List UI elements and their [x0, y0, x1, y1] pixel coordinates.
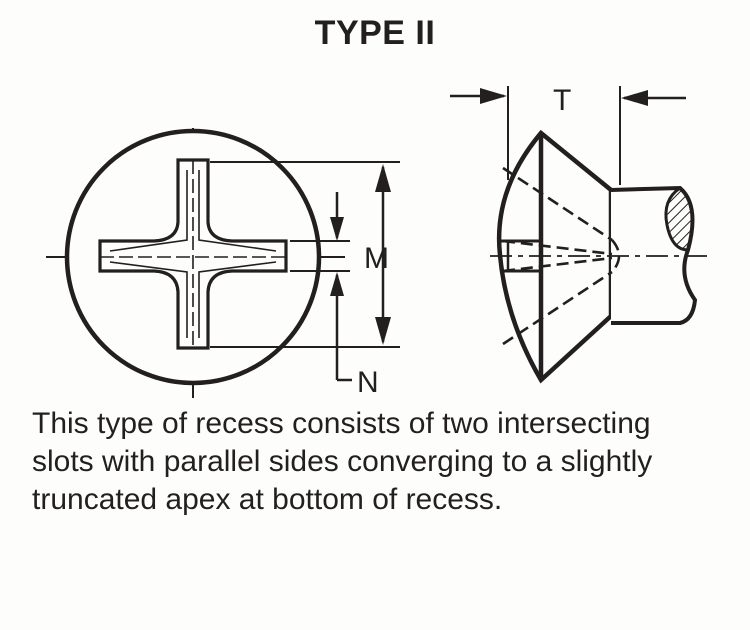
t-label: T: [553, 84, 571, 117]
n-label: N: [357, 366, 379, 399]
shank-break-section: [664, 186, 694, 252]
m-arrow-up: [375, 164, 391, 192]
slot-bottom-contour: [109, 170, 277, 338]
t-arrow-right: [480, 88, 507, 104]
side-view: [450, 86, 710, 384]
m-label: M: [364, 242, 389, 275]
t-arrow-left: [621, 90, 648, 106]
cross-recess: [98, 158, 288, 350]
n-arrow-up: [330, 272, 344, 296]
top-view: [46, 128, 400, 398]
recess-hidden-lines: [502, 166, 621, 346]
head-profile: [496, 129, 614, 384]
m-arrow-down: [375, 317, 391, 345]
diagram-title: TYPE II: [314, 14, 436, 52]
caption-line: truncated apex at bottom of recess.: [32, 483, 503, 516]
caption: This type of recess consists of two inte…: [32, 405, 732, 519]
caption-line: This type of recess consists of two inte…: [32, 407, 651, 440]
caption-line: slots with parallel sides converging to …: [32, 445, 653, 478]
n-arrow-down: [330, 217, 344, 241]
